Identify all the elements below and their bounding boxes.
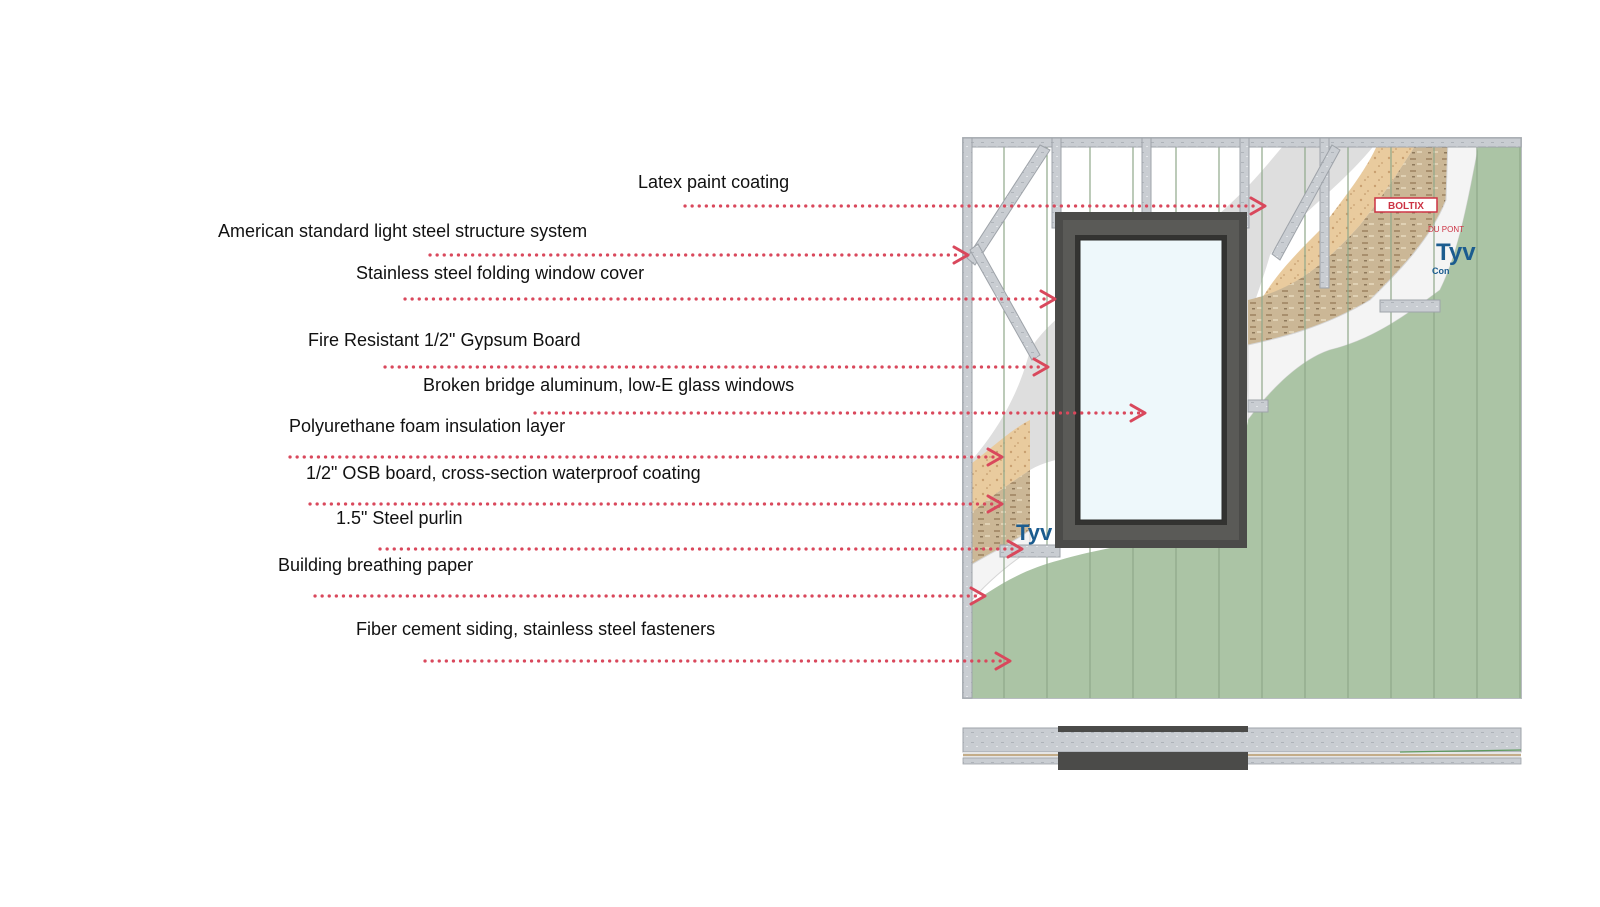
callout-label-light-steel: American standard light steel structure …: [218, 221, 588, 241]
wrap-brand-marks: BOLTIX DU PONT Tyv Con Tyv: [1016, 197, 1476, 545]
callout-label-osb: 1/2" OSB board, cross-section waterproof…: [306, 463, 701, 483]
arrow-head-glass-window: [1129, 403, 1147, 423]
arrow-head-window-cover: [1039, 289, 1057, 309]
arrow-head-light-steel: [952, 245, 970, 265]
arrow-head-fiber-cement: [994, 651, 1012, 671]
arrow-head-pu-foam: [986, 447, 1004, 467]
arrow-head-purlin: [1006, 539, 1024, 559]
callout-label-fiber-cement: Fiber cement siding, stainless steel fas…: [356, 619, 716, 639]
arrow-head-gypsum: [1032, 357, 1050, 377]
callout-label-window-cover: Stainless steel folding window cover: [356, 263, 645, 283]
boltix-mark: BOLTIX: [1388, 201, 1424, 212]
tyvek-sub-mark: Con: [1432, 266, 1450, 276]
arrow-head-latex-paint: [1249, 196, 1267, 216]
callout-label-glass-window: Broken bridge aluminum, low-E glass wind…: [423, 375, 795, 395]
plan-section-strip: [962, 726, 1522, 770]
callout-label-pu-foam: Polyurethane foam insulation layer: [289, 416, 566, 436]
arrow-head-osb: [986, 494, 1004, 514]
tyvek-mark-lower: Tyv: [1016, 520, 1053, 545]
window-assembly: [1055, 212, 1247, 548]
callout-label-purlin: 1.5" Steel purlin: [336, 508, 463, 528]
tyvek-mark-upper: Tyv: [1436, 239, 1476, 266]
callout-label-latex-paint: Latex paint coating: [638, 172, 790, 192]
foam-insulation-layer: [963, 138, 1420, 520]
leader-arrows: [288, 196, 1267, 671]
osb-board-layer: [963, 138, 1448, 570]
dupont-mark: DU PONT: [1428, 225, 1464, 234]
arrow-head-breathing-paper: [969, 586, 987, 606]
callout-label-breathing-paper: Building breathing paper: [278, 555, 474, 575]
fiber-cement-siding: [963, 138, 1521, 698]
light-steel-frame: [962, 137, 1522, 699]
callout-label-gypsum: Fire Resistant 1/2" Gypsum Board: [308, 330, 581, 350]
